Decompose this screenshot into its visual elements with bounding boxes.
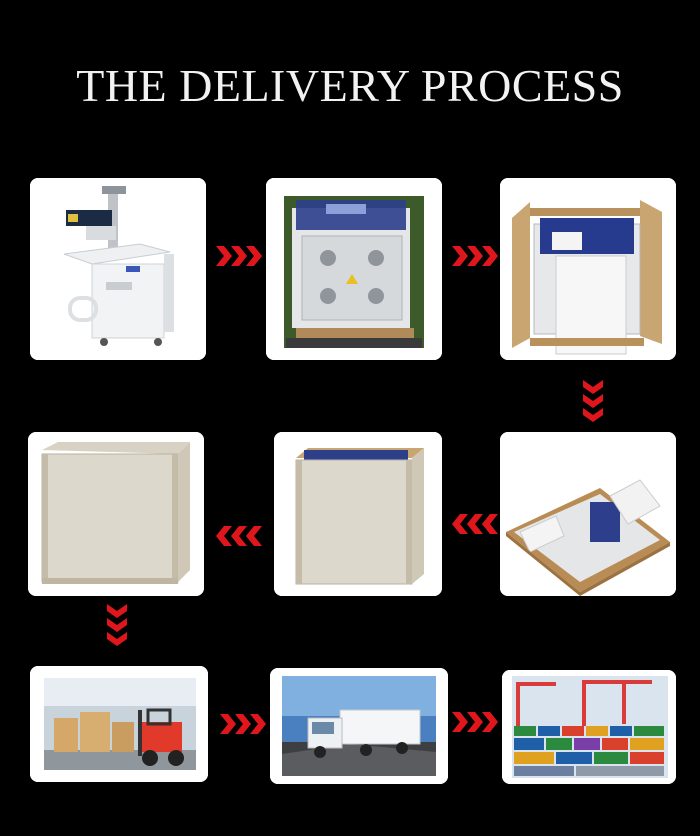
triple-chevron-down-icon [107,604,127,646]
truck-transport-photo-icon [270,668,448,784]
step-7-forklift-card [30,666,208,782]
step-9-container-port-card [502,670,676,784]
step-3-open-crate-card [500,178,676,360]
open-crate-photo-icon [500,178,676,360]
arrow-right-3 [220,714,266,734]
arrow-left-2 [452,514,498,534]
container-port-photo-icon [502,670,676,784]
step-6-closed-crate-card [28,432,204,596]
arrow-right-2 [452,246,498,266]
triple-chevron-down-icon [583,380,603,422]
triple-chevron-left-icon [216,526,262,546]
arrow-down-1 [583,380,603,424]
arrow-left-1 [216,526,262,546]
forklift-warehouse-photo-icon [30,666,208,782]
page-title: THE DELIVERY PROCESS [76,60,624,111]
triple-chevron-left-icon [452,514,498,534]
arrow-down-2 [107,604,127,648]
step-2-wrapped-machine-card [266,178,442,360]
triple-chevron-right-icon [452,712,498,732]
triple-chevron-right-icon [216,246,262,266]
step-8-truck-card [270,668,448,784]
step-5-crate-card [274,432,442,596]
step-1-machine-card [30,178,206,360]
wrapped-machine-photo-icon [266,178,442,360]
packed-crate-photo-icon [500,432,676,596]
step-4-packed-crate-card [500,432,676,596]
triple-chevron-right-icon [220,714,266,734]
crate-top-view-photo-icon [274,432,442,596]
arrow-right-4 [452,712,498,732]
arrow-right-1 [216,246,262,266]
triple-chevron-right-icon [452,246,498,266]
closed-crate-photo-icon [28,432,204,596]
laser-marking-machine-photo-icon [30,178,206,360]
